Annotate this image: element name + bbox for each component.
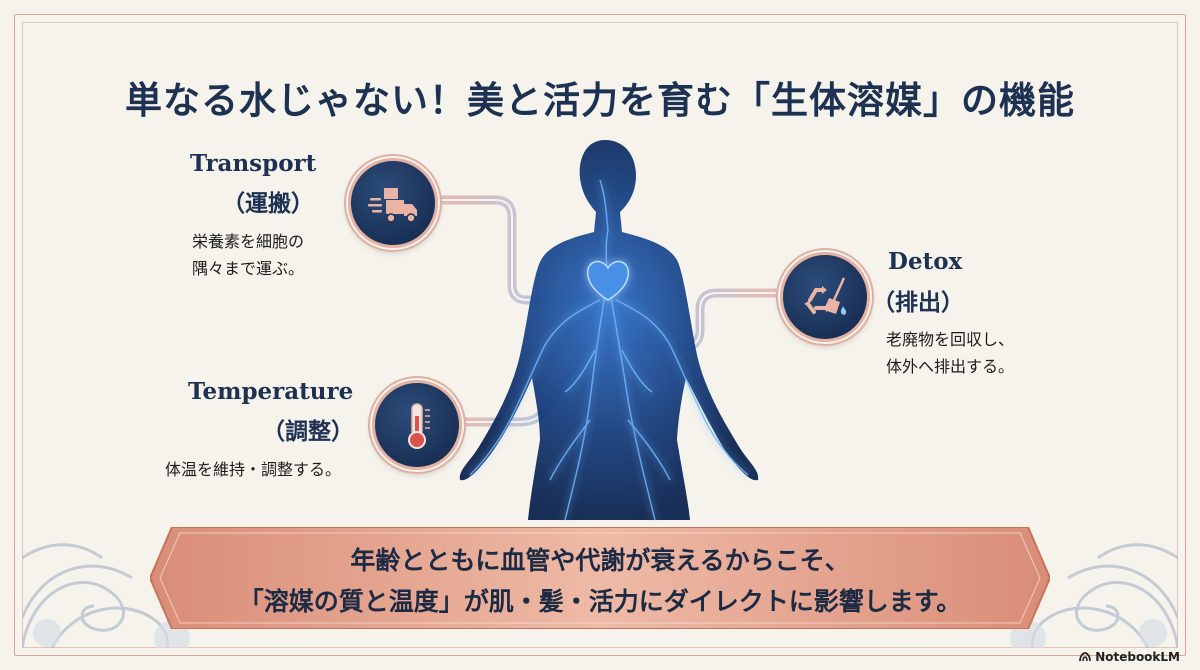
brand-name: NotebookLM	[1095, 650, 1180, 664]
delivery-truck-icon	[368, 188, 417, 223]
inner-frame	[22, 22, 1178, 648]
detox-desc-line1: 老廃物を回収し、	[886, 330, 1015, 349]
temperature-icon-circle	[372, 380, 462, 470]
recycle-broom-icon	[804, 277, 847, 315]
detox-desc-line2: 体外へ排出する。	[886, 357, 1015, 376]
transport-icon-circle	[348, 158, 438, 248]
temperature-label: Temperature	[188, 378, 354, 405]
corner-swirl-right	[1010, 543, 1178, 648]
banner-line-2: 「溶媒の質と温度」が肌・髪・活力にダイレクトに影響します。	[238, 587, 962, 616]
transport-description: 栄養素を細胞の 隅々まで運ぶ。	[192, 228, 304, 282]
banner-line-1: 年齢とともに血管や代謝が衰えるからこそ、	[350, 546, 850, 575]
transport-label-jp: （運搬）	[222, 190, 314, 217]
transport-desc-line2: 隅々まで運ぶ。	[192, 259, 305, 278]
detox-description: 老廃物を回収し、 体外へ排出する。	[886, 326, 1014, 380]
temperature-desc-line1: 体温を維持・調整する。	[165, 460, 342, 479]
outer-frame	[14, 14, 1186, 656]
corner-swirl-left	[22, 543, 190, 648]
detox-label-jp: （排出）	[872, 289, 964, 316]
transport-desc-line1: 栄養素を細胞の	[192, 232, 305, 251]
thermometer-icon	[408, 403, 430, 449]
temperature-description: 体温を維持・調整する。	[165, 456, 341, 483]
temperature-label-jp: （調整）	[262, 418, 354, 445]
notebooklm-icon	[1079, 652, 1092, 662]
detox-icon-circle	[780, 252, 870, 342]
banner-background	[150, 527, 1050, 629]
transport-label: Transport	[190, 150, 317, 177]
brand-logo: NotebookLM	[1079, 650, 1180, 664]
detox-label: Detox	[888, 248, 963, 275]
page-title: 単なる水じゃない！美と活力を育む「生体溶媒」の機能	[125, 78, 1075, 122]
summary-banner: 年齢とともに血管や代謝が衰えるからこそ、 「溶媒の質と温度」が肌・髪・活力にダイ…	[150, 527, 1050, 629]
